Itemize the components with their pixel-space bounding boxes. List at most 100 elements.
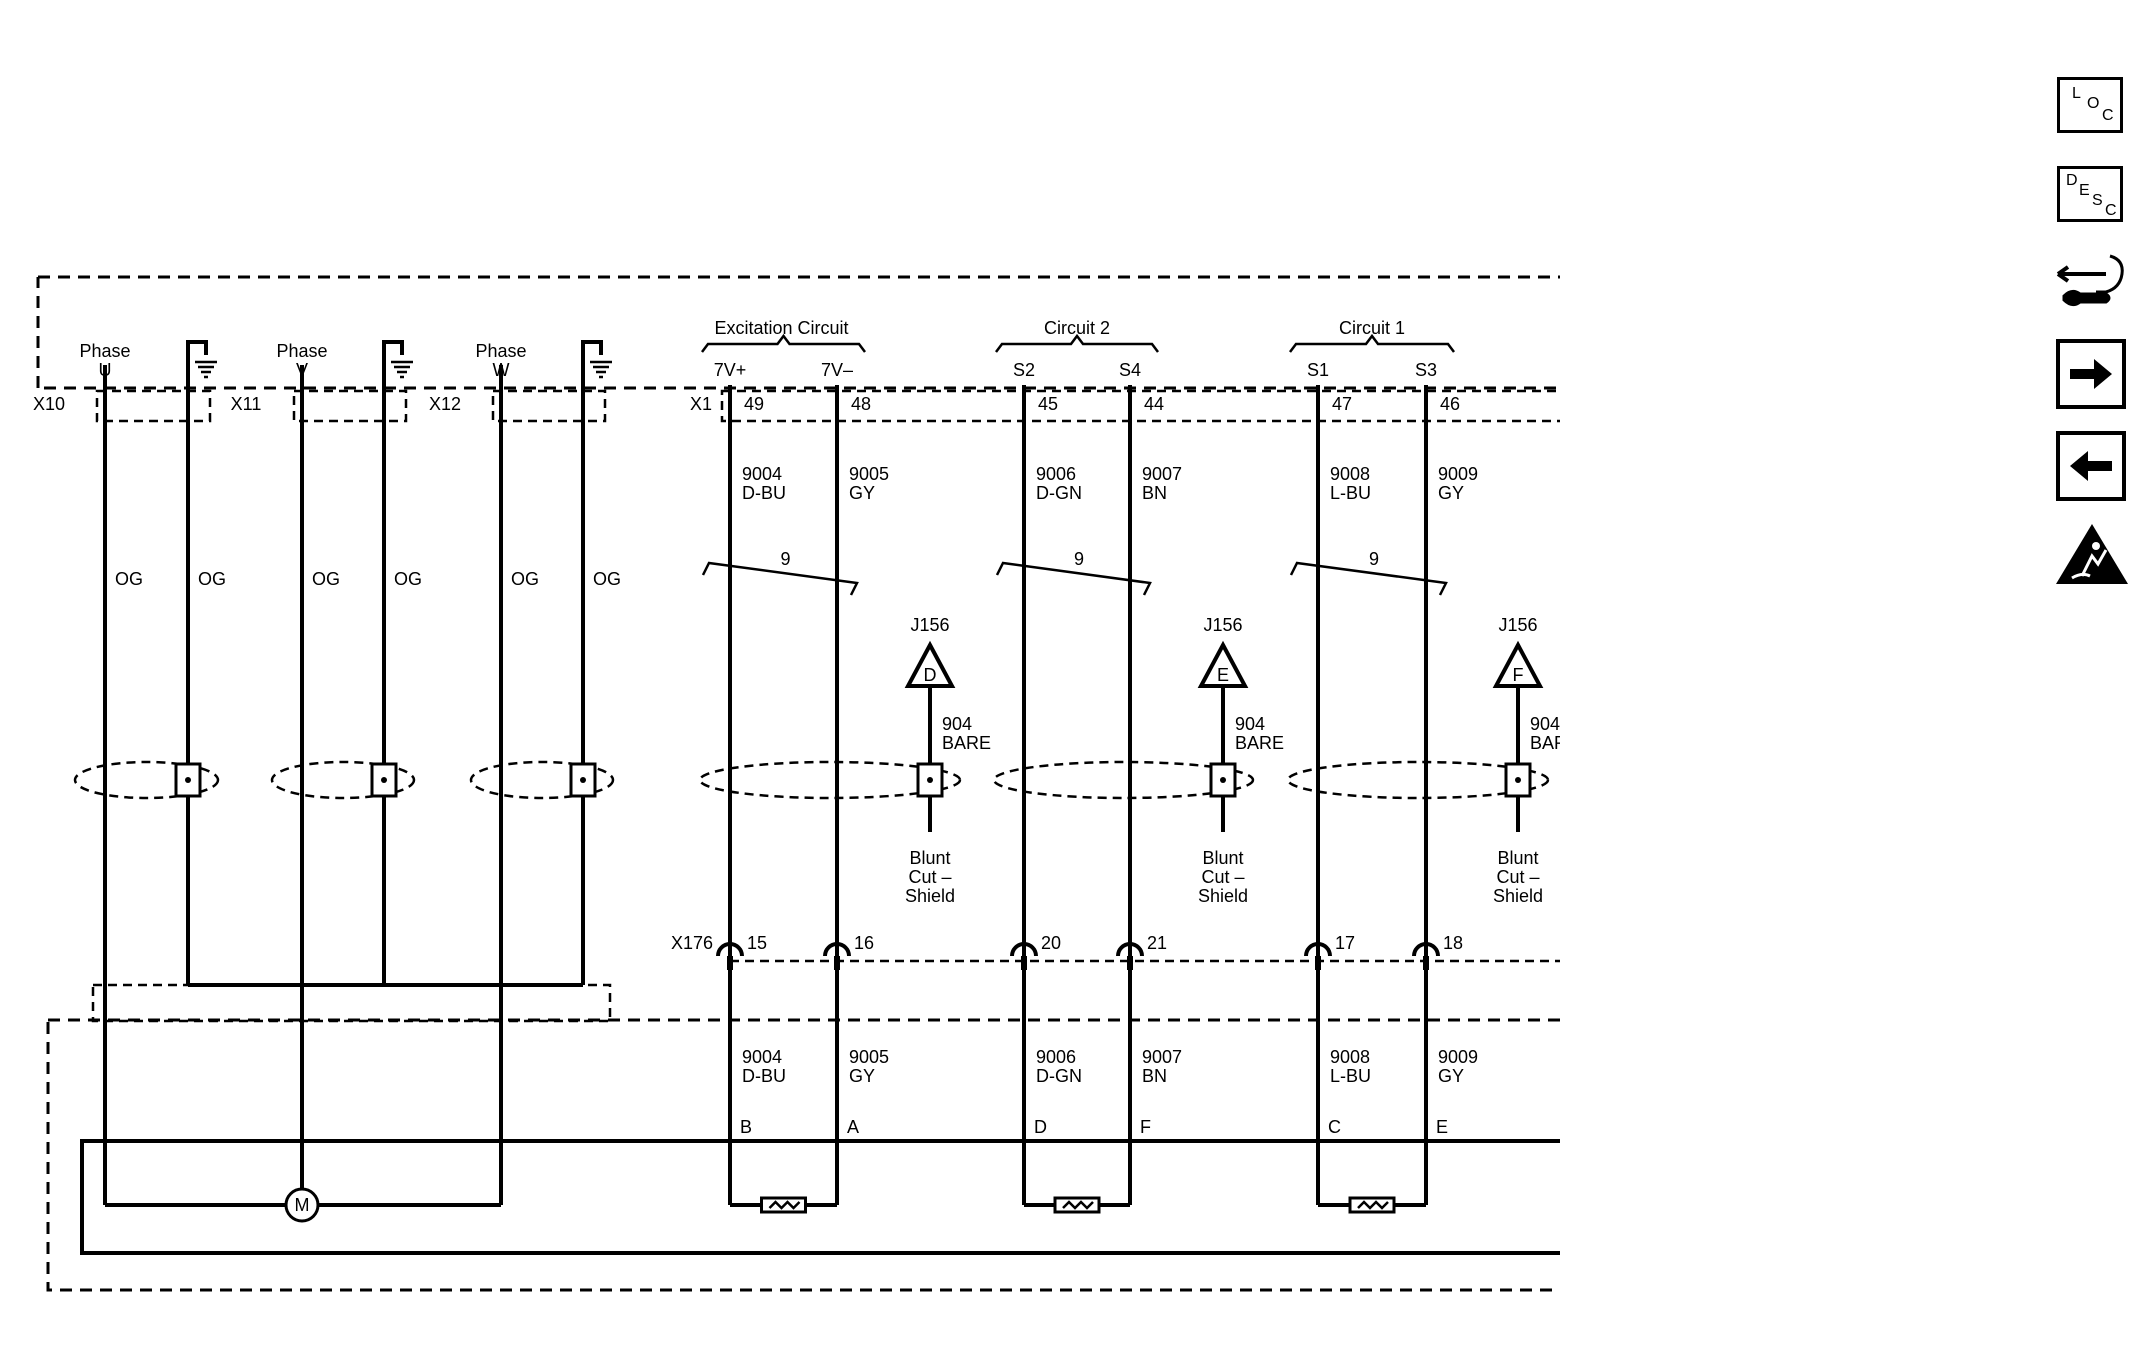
x176-terminal-pin: [1127, 956, 1133, 970]
phase-label: Phase: [276, 341, 327, 361]
drain-circuit-number: 904: [942, 714, 972, 734]
wire-color-lower: D-GN: [1036, 1066, 1082, 1086]
ground-icon: [195, 360, 217, 379]
desc-letter-c: C: [2105, 202, 2117, 219]
wire-color-upper: L-BU: [1330, 483, 1371, 503]
component-cavity-letter: D: [1034, 1117, 1047, 1137]
circuit-number-upper: 9006: [1036, 464, 1076, 484]
wire-color-lower: BN: [1142, 1066, 1167, 1086]
circuit-shield-ellipse: [992, 760, 1255, 800]
component-cavity-letter: F: [1140, 1117, 1151, 1137]
splice-letter: F: [1513, 665, 1524, 685]
phase-connector-outline: [292, 389, 408, 423]
component-cavity-letter: A: [847, 1117, 859, 1137]
circuit-number-lower: 9006: [1036, 1047, 1076, 1067]
phase-wire-color: OG: [312, 569, 340, 589]
blunt-cut-note: Blunt: [1202, 848, 1243, 868]
module-pin-number: 44: [1144, 394, 1164, 414]
drain-circuit-number: 904: [1530, 714, 1560, 734]
desc-letter-d: D: [2066, 172, 2078, 189]
shield-drain-dot: [1220, 777, 1226, 783]
phase-shield-ellipse: [469, 760, 615, 800]
ground-wire-color: OG: [198, 569, 226, 589]
loc-letter-c: C: [2102, 107, 2114, 124]
blunt-cut-note: Cut –: [1201, 867, 1244, 887]
shield-drain-dot: [185, 777, 191, 783]
blunt-cut-note: Cut –: [1496, 867, 1539, 887]
circuit-group-brace: [995, 333, 1159, 353]
splice-label: J156: [910, 615, 949, 635]
x176-terminal-pin: [727, 956, 733, 970]
twisted-pair-marker: [701, 561, 859, 596]
x176-connector-label: X176: [671, 933, 713, 953]
x176-terminal-arc: [1010, 942, 1038, 957]
shield-drain-dot: [381, 777, 387, 783]
coil-winding: [1357, 1200, 1389, 1210]
circuit-number-lower: 9007: [1142, 1047, 1182, 1067]
pin-name-label: S2: [1013, 360, 1035, 380]
location-button[interactable]: L O C: [2057, 77, 2123, 133]
twisted-pair-count: 9: [1074, 549, 1084, 569]
phase-connector-label: X10: [33, 394, 65, 414]
phase-transmission-connector: [91, 983, 612, 1023]
previous-page-arrow-icon[interactable]: [2052, 430, 2128, 506]
component-cavity-letter: E: [1436, 1117, 1448, 1137]
blunt-cut-note: Blunt: [909, 848, 950, 868]
x176-terminal-arc: [1116, 942, 1144, 957]
loc-letter-l: L: [2072, 85, 2081, 102]
desc-letter-s: S: [2092, 192, 2103, 209]
phase-connector-label: X12: [429, 394, 461, 414]
circuit-number-upper: 9005: [849, 464, 889, 484]
motor-symbol-circle: [284, 1187, 320, 1223]
drain-wire-color: BARE: [1235, 733, 1284, 753]
circuit-number-lower: 9005: [849, 1047, 889, 1067]
circuit-number-upper: 9007: [1142, 464, 1182, 484]
desc-letter-e: E: [2079, 182, 2090, 199]
wire-color-lower: D-BU: [742, 1066, 786, 1086]
circuit-number-upper: 9009: [1438, 464, 1478, 484]
ground-wire-color: OG: [394, 569, 422, 589]
component-cavity-letter: C: [1328, 1117, 1341, 1137]
module-pin-number: 46: [1440, 394, 1460, 414]
x176-terminal-arc: [823, 942, 851, 957]
x176-terminal-arc: [1412, 942, 1440, 957]
x176-terminal-pin: [1021, 956, 1027, 970]
description-button[interactable]: D E S C: [2057, 166, 2123, 222]
wire-color-upper: D-GN: [1036, 483, 1082, 503]
module-pin-number: 48: [851, 394, 871, 414]
twisted-pair-marker: [995, 561, 1152, 596]
blunt-cut-note: Cut –: [908, 867, 951, 887]
blunt-cut-note: Blunt: [1497, 848, 1538, 868]
pin-name-label: 7V+: [714, 360, 747, 380]
x1-connector-label: X1: [690, 394, 712, 414]
connector-end-view-icon[interactable]: [2052, 248, 2128, 324]
splice-label: J156: [1498, 615, 1537, 635]
splice-letter: E: [1217, 665, 1229, 685]
x176-terminal-pin: [1315, 956, 1321, 970]
phase-connector-outline: [491, 389, 607, 423]
x176-terminal-pin: [1423, 956, 1429, 970]
x176-terminal-pin: [834, 956, 840, 970]
wiring-diagram: DriveMotorGeneratorPowerInverterModuleAu…: [33, 275, 1560, 1292]
pin-name-label: 7V–: [821, 360, 853, 380]
wire-color-lower: GY: [1438, 1066, 1464, 1086]
drain-wire-color: BARE: [942, 733, 991, 753]
coil-winding: [1062, 1200, 1094, 1210]
phase-connector-label: X11: [231, 394, 262, 414]
coil-winding: [768, 1200, 801, 1210]
x176-pin-number: 21: [1147, 933, 1167, 953]
x176-pin-number: 15: [747, 933, 767, 953]
splice-label: J156: [1203, 615, 1242, 635]
next-page-arrow-icon[interactable]: [2052, 338, 2128, 414]
ground-wire-color: OG: [593, 569, 621, 589]
esd-warning-icon[interactable]: [2052, 520, 2132, 590]
x176-pin-number: 17: [1335, 933, 1355, 953]
circuit-group-brace: [1289, 333, 1455, 353]
phase-shield-ellipse: [73, 760, 220, 800]
x176-pin-number: 20: [1041, 933, 1061, 953]
blunt-cut-note: Shield: [905, 886, 955, 906]
wire-color-upper: BN: [1142, 483, 1167, 503]
circuit-number-lower: 9008: [1330, 1047, 1370, 1067]
shield-drain-dot: [580, 777, 586, 783]
module-pin-number: 45: [1038, 394, 1058, 414]
